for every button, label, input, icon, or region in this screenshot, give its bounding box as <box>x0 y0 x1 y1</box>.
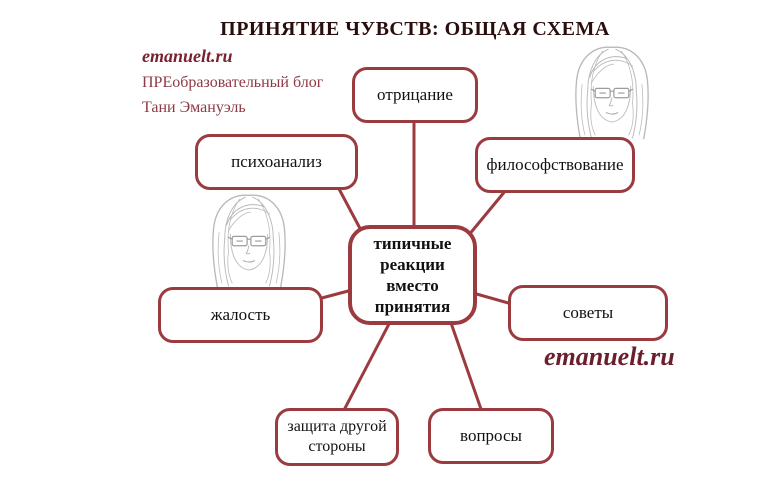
node-pity: жалость <box>158 287 323 343</box>
site-link-top: emanuelt.ru <box>142 46 233 66</box>
blog-subtitle-line2: Тани Эмануэль <box>142 99 246 116</box>
node-label: советы <box>562 303 614 323</box>
page-title: ПРИНЯТИЕ ЧУВСТВ: ОБЩАЯ СХЕМА <box>220 18 610 40</box>
node-defending-other-side: защита другой стороны <box>275 408 399 466</box>
node-label: защита другой стороны <box>287 418 387 455</box>
node-psychoanalysis: психоанализ <box>195 134 358 190</box>
node-label: вопросы <box>460 426 522 446</box>
node-label: отрицание <box>377 85 453 105</box>
node-advice: советы <box>508 285 668 341</box>
central-node-typical-reactions: типичные реакции вместо принятия <box>348 225 477 325</box>
node-label: жалость <box>210 305 271 325</box>
girl-sketch-icon <box>212 194 286 288</box>
blog-subtitle-line1: ПРЕобразовательный блог <box>142 74 324 91</box>
girl-sketch-icon <box>575 46 649 140</box>
site-link-bottom: emanuelt.ru <box>544 342 675 371</box>
connector-line <box>317 288 353 301</box>
node-label: психоанализ <box>231 152 322 172</box>
connector-line <box>341 321 392 413</box>
node-questions: вопросы <box>428 408 554 464</box>
connector-line <box>466 189 508 237</box>
node-philosophizing: философствование <box>475 137 635 193</box>
connector-line <box>472 291 513 306</box>
central-node-label: типичные реакции вместо принятия <box>373 233 452 317</box>
connector-line <box>448 319 484 413</box>
connector-line <box>336 186 365 235</box>
node-label: философствование <box>486 155 624 175</box>
node-denial: отрицание <box>352 67 478 123</box>
branding-block: emanuelt.ru ПРЕобразовательный блог Тани… <box>142 46 323 120</box>
